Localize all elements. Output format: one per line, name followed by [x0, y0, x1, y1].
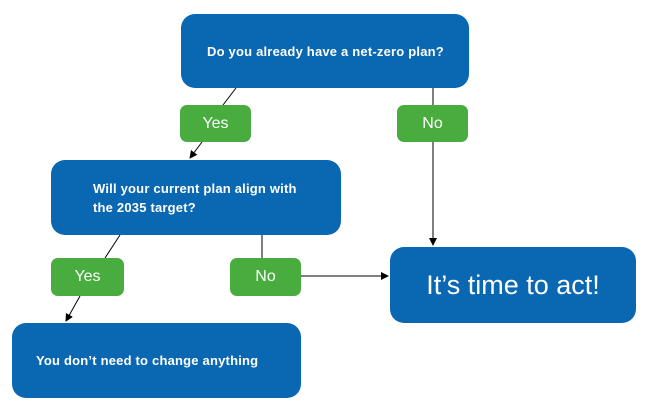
no-label-2: No [230, 258, 301, 296]
outcome-keep-text: You don’t need to change anything [36, 353, 259, 368]
connector-yes-done [65, 295, 81, 322]
yes-label-2: Yes [51, 258, 124, 296]
question-1-text: Do you already have a net-zero plan? [207, 43, 444, 59]
yes-label-1-text: Yes [202, 114, 229, 132]
question-box-net-zero-plan: Do you already have a net-zero plan? [181, 14, 469, 88]
connector-q1-yes [222, 87, 237, 106]
connector-q2-yes [104, 234, 121, 259]
connector-yes-q2 [189, 141, 203, 159]
outcome-box-time-to-act: It’s time to act! [390, 247, 636, 323]
outcome-act-text: It’s time to act! [426, 270, 600, 300]
yes-label-1: Yes [180, 105, 251, 142]
no-label-2-text: No [255, 268, 276, 285]
question-box-2035-target: Will your current plan align with the 20… [51, 160, 341, 235]
outcome-box-no-change: You don’t need to change anything [12, 323, 301, 398]
yes-label-2-text: Yes [74, 268, 101, 285]
no-label-1-text: No [422, 114, 443, 132]
question-2-text: Will your current plan align with the 20… [93, 180, 297, 215]
no-label-1: No [397, 105, 468, 142]
